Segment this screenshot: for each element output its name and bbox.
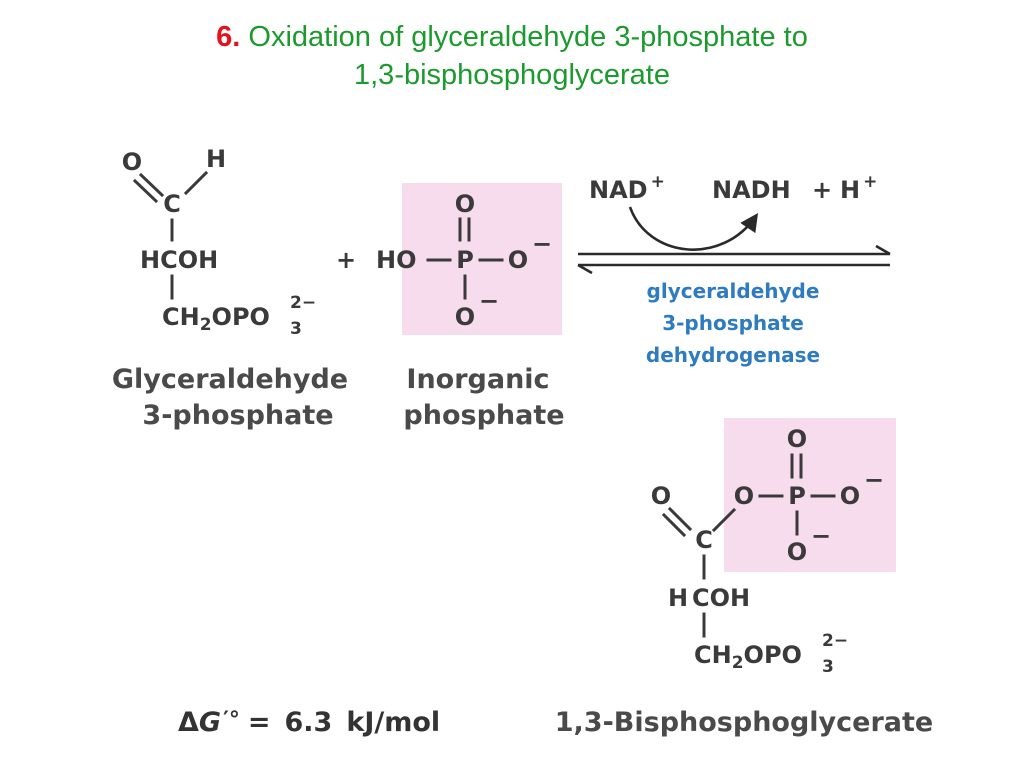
gap-hcoh: HCOH	[140, 246, 218, 274]
title-line-2: 1,3-bisphosphoglycerate	[354, 59, 670, 91]
pi-top-oxygen: O	[455, 190, 475, 218]
gap-aldehyde-oxygen: O	[122, 148, 142, 176]
bpg-hcoh-coh: COH	[692, 584, 750, 612]
enzyme-name-line-3: dehydrogenase	[646, 343, 820, 367]
bpg-carbon: C	[695, 526, 713, 554]
gap-phosphate-charge: 2−	[290, 293, 316, 313]
gap-name-line-2: 3-phosphate	[142, 400, 333, 431]
bisphosphoglycerate-structure: O O O P O − O − C H COH CH2OPO 3 2−	[651, 425, 884, 677]
bpg-carbonyl-bond-a	[667, 506, 693, 532]
gap-name-line-1: Glyceraldehyde	[112, 364, 348, 395]
pi-hydroxyl: HO	[376, 246, 417, 274]
bpg-bottom-oxygen: O	[787, 538, 807, 566]
forward-arrow-head	[875, 244, 891, 256]
bpg-phosphorus: P	[788, 482, 806, 510]
pi-bottom-oxygen: O	[455, 303, 475, 331]
bpg-right-oxygen: O	[840, 482, 860, 510]
proton-label: H+	[840, 172, 877, 204]
bpg-ch2opo3: CH2OPO	[694, 641, 802, 673]
bpg-name: 1,3-Bisphosphoglycerate	[555, 707, 933, 738]
bpg-c-o-bond	[711, 507, 737, 533]
pi-name-line-2: phosphate	[403, 400, 564, 431]
cofactor-plus-sign: +	[812, 176, 832, 204]
pi-bottom-charge: −	[479, 287, 499, 315]
title-number: 6.	[216, 21, 241, 53]
pi-right-oxygen: O	[508, 246, 528, 274]
enzyme-name-line-1: glyceraldehyde	[647, 279, 820, 303]
glyceraldehyde-3-phosphate-structure: O H C HCOH CH2OPO 3 2−	[122, 145, 316, 339]
cofactor-labels: NAD+ NADH + H+	[589, 172, 877, 204]
nadh-label: NADH	[712, 176, 791, 204]
gap-ch2opo3: CH2OPO	[162, 303, 270, 335]
bpg-top-oxygen: O	[787, 425, 807, 453]
pi-right-charge: −	[532, 230, 552, 258]
bpg-right-charge: −	[864, 466, 884, 494]
bpg-hcoh-h: H	[668, 584, 688, 612]
bpg-phosphate-charge: 2−	[822, 631, 848, 651]
inorganic-phosphate-structure: O HO P O − O −	[376, 190, 552, 331]
slide-title: 6. Oxidation of glyceraldehyde 3-phospha…	[0, 18, 1024, 94]
gap-carbon: C	[163, 190, 181, 218]
gap-aldehyde-hydrogen: H	[206, 145, 226, 173]
bpg-highlight-box	[724, 418, 896, 572]
enzyme-name-line-2: 3-phosphate	[662, 311, 804, 335]
bpg-link-oxygen: O	[734, 482, 754, 510]
gap-double-bond-b	[132, 178, 159, 204]
bpg-carbonyl-oxygen: O	[651, 482, 671, 510]
bpg-carbonyl-bond-b	[661, 512, 687, 538]
pi-name-line-1: Inorganic	[406, 364, 549, 395]
bpg-phosphate-subscript: 3	[822, 657, 834, 677]
nad-nadh-curved-arrow	[628, 206, 759, 251]
title-line-1: Oxidation of glyceraldehyde 3-phosphate …	[248, 21, 808, 53]
reactant-plus-sign: +	[336, 246, 356, 274]
pi-phosphorus: P	[456, 246, 474, 274]
bpg-bottom-charge: −	[811, 522, 831, 550]
gap-double-bond-a	[138, 172, 165, 198]
gap-c-h-bond	[183, 170, 209, 196]
nad-label: NAD+	[589, 172, 665, 204]
reverse-arrow-head	[577, 263, 593, 275]
gap-phosphate-subscript: 3	[290, 319, 302, 339]
